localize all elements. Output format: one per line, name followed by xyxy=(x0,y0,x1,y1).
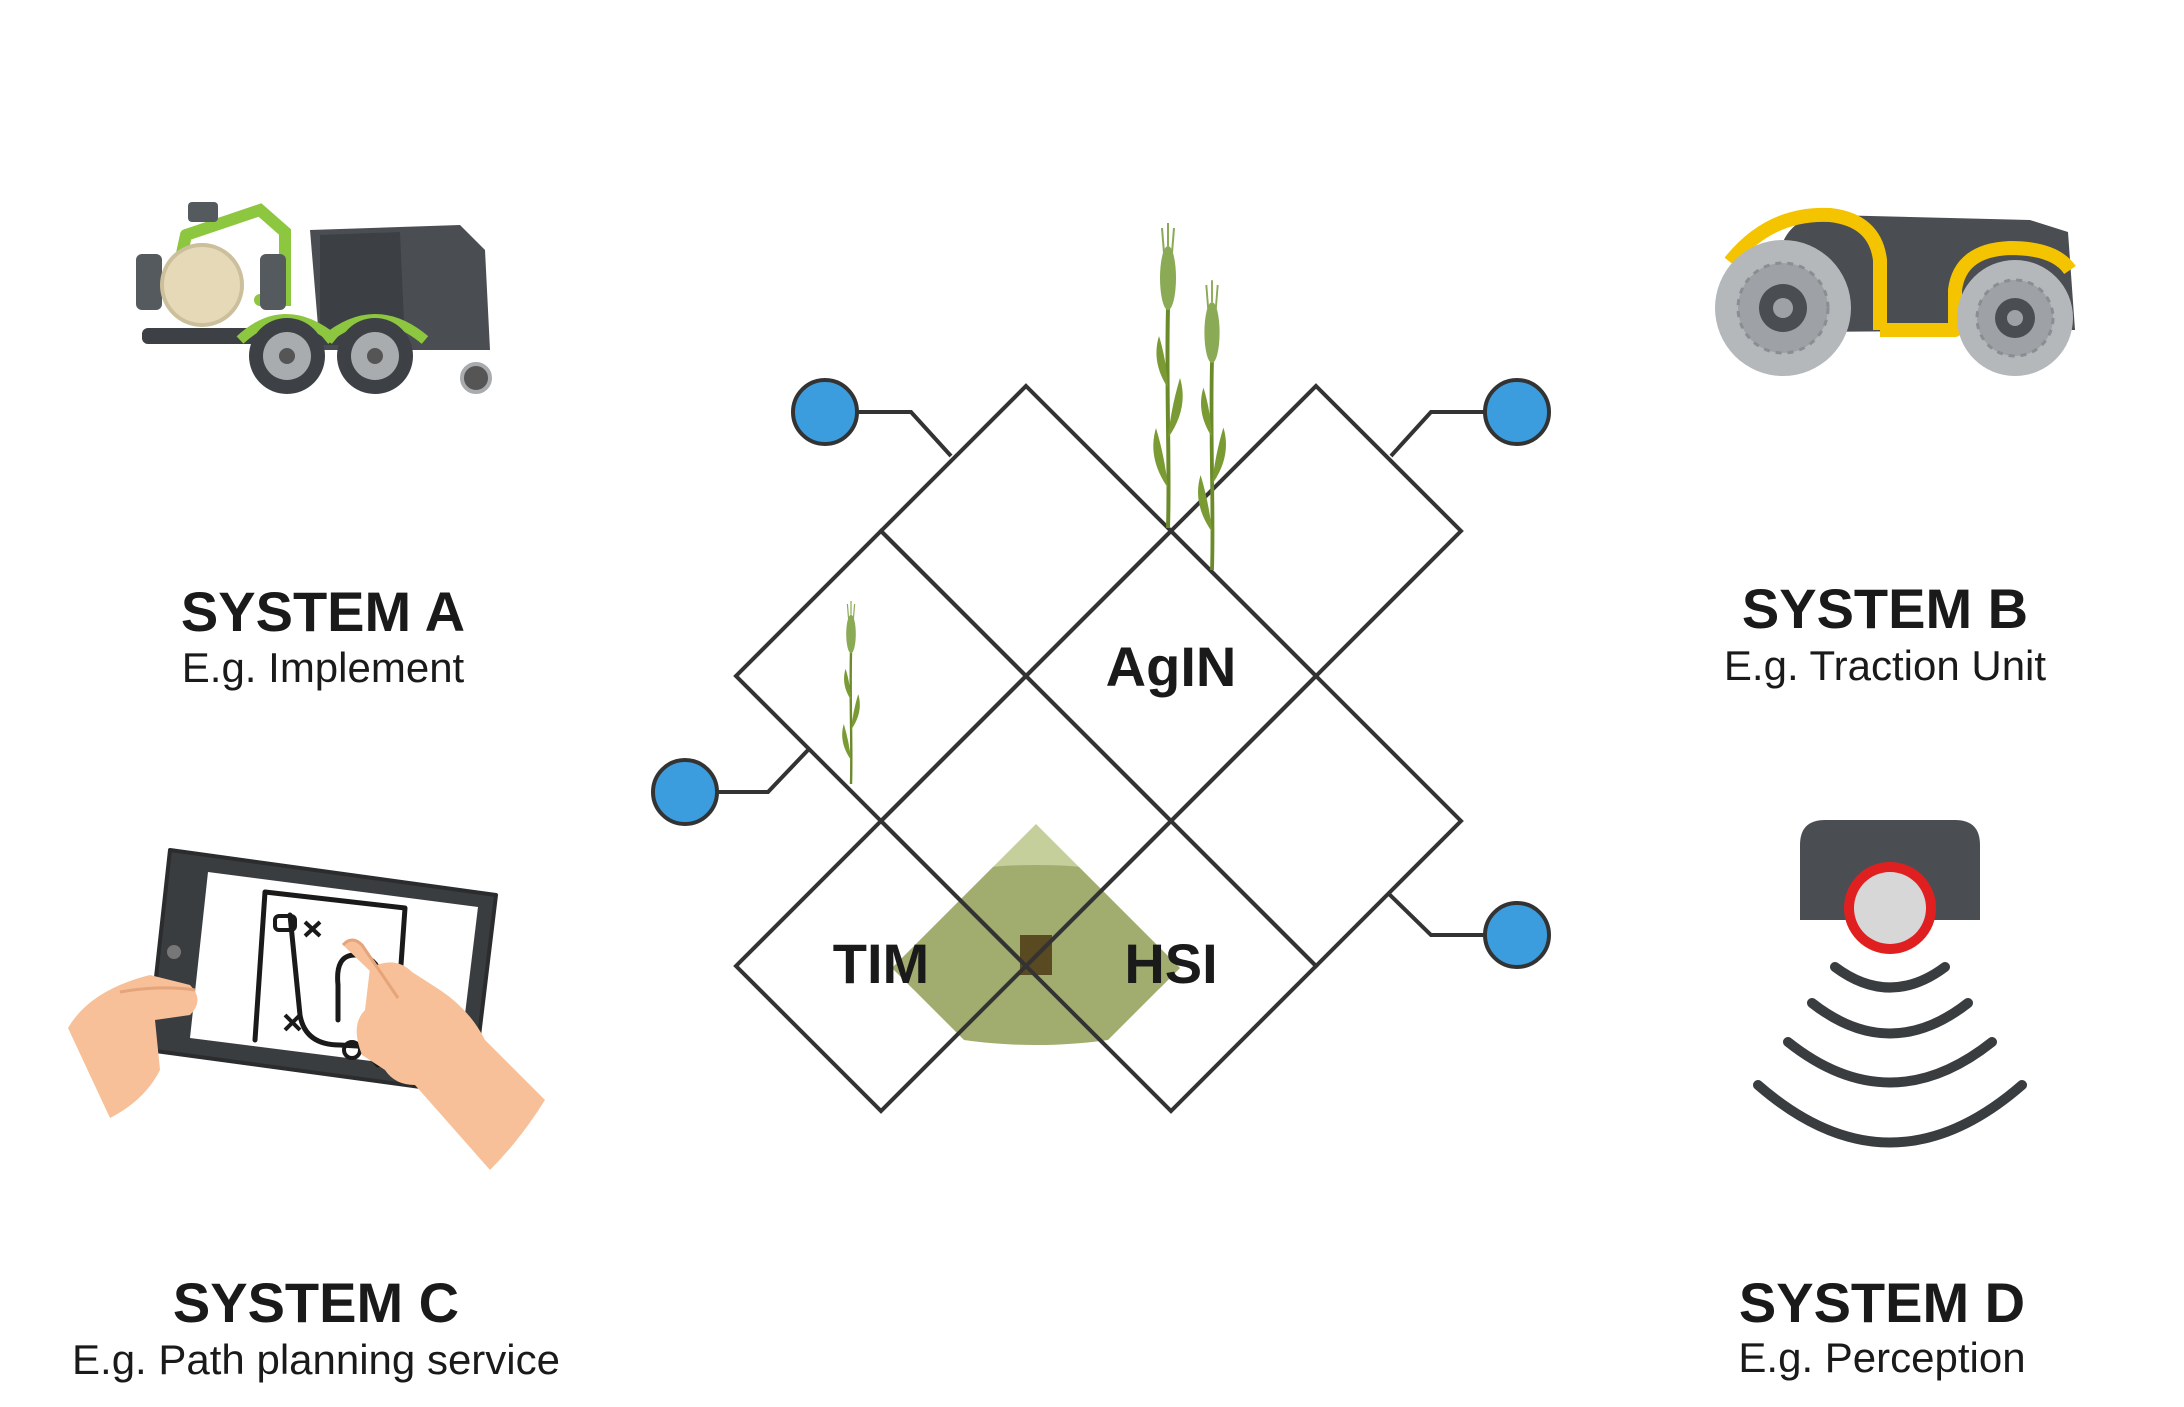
connector-node-b xyxy=(1483,378,1551,446)
perception-sensor-icon xyxy=(1753,820,2027,1148)
wheat-icon xyxy=(840,221,1228,786)
system-c-title: SYSTEM C xyxy=(173,1271,459,1334)
connector-c xyxy=(651,748,810,826)
system-d-subtitle: E.g. Perception xyxy=(1738,1334,2025,1381)
connector-b xyxy=(1389,378,1551,458)
system-b-subtitle: E.g. Traction Unit xyxy=(1724,642,2046,689)
tablet-path-planning-icon xyxy=(68,848,545,1170)
connector-node-a xyxy=(791,378,859,446)
system-d-title: SYSTEM D xyxy=(1739,1271,2025,1334)
agin-lattice: AgIN TIM HSI xyxy=(651,221,1551,1114)
connector-node-d xyxy=(1483,901,1551,969)
system-b: SYSTEM B E.g. Traction Unit xyxy=(1715,207,2076,689)
connector-node-c xyxy=(651,758,719,826)
system-a-title: SYSTEM A xyxy=(181,580,465,643)
connector-d xyxy=(1387,892,1551,969)
agin-label: AgIN xyxy=(1106,635,1237,698)
baler-implement-icon xyxy=(136,202,492,394)
hsi-label: HSI xyxy=(1124,932,1217,995)
tractor-traction-unit-icon xyxy=(1715,207,2076,376)
system-a: SYSTEM A E.g. Implement xyxy=(136,202,492,691)
system-a-subtitle: E.g. Implement xyxy=(182,644,465,691)
system-c: SYSTEM C E.g. Path planning service xyxy=(68,848,560,1383)
tim-label: TIM xyxy=(833,932,929,995)
lattice-cell-tim xyxy=(733,818,1029,1114)
lattice-cell-hsi xyxy=(1023,818,1319,1114)
system-c-subtitle: E.g. Path planning service xyxy=(72,1336,560,1383)
connector-a xyxy=(791,378,953,458)
system-b-title: SYSTEM B xyxy=(1742,577,2028,640)
system-d: SYSTEM D E.g. Perception xyxy=(1738,820,2027,1381)
